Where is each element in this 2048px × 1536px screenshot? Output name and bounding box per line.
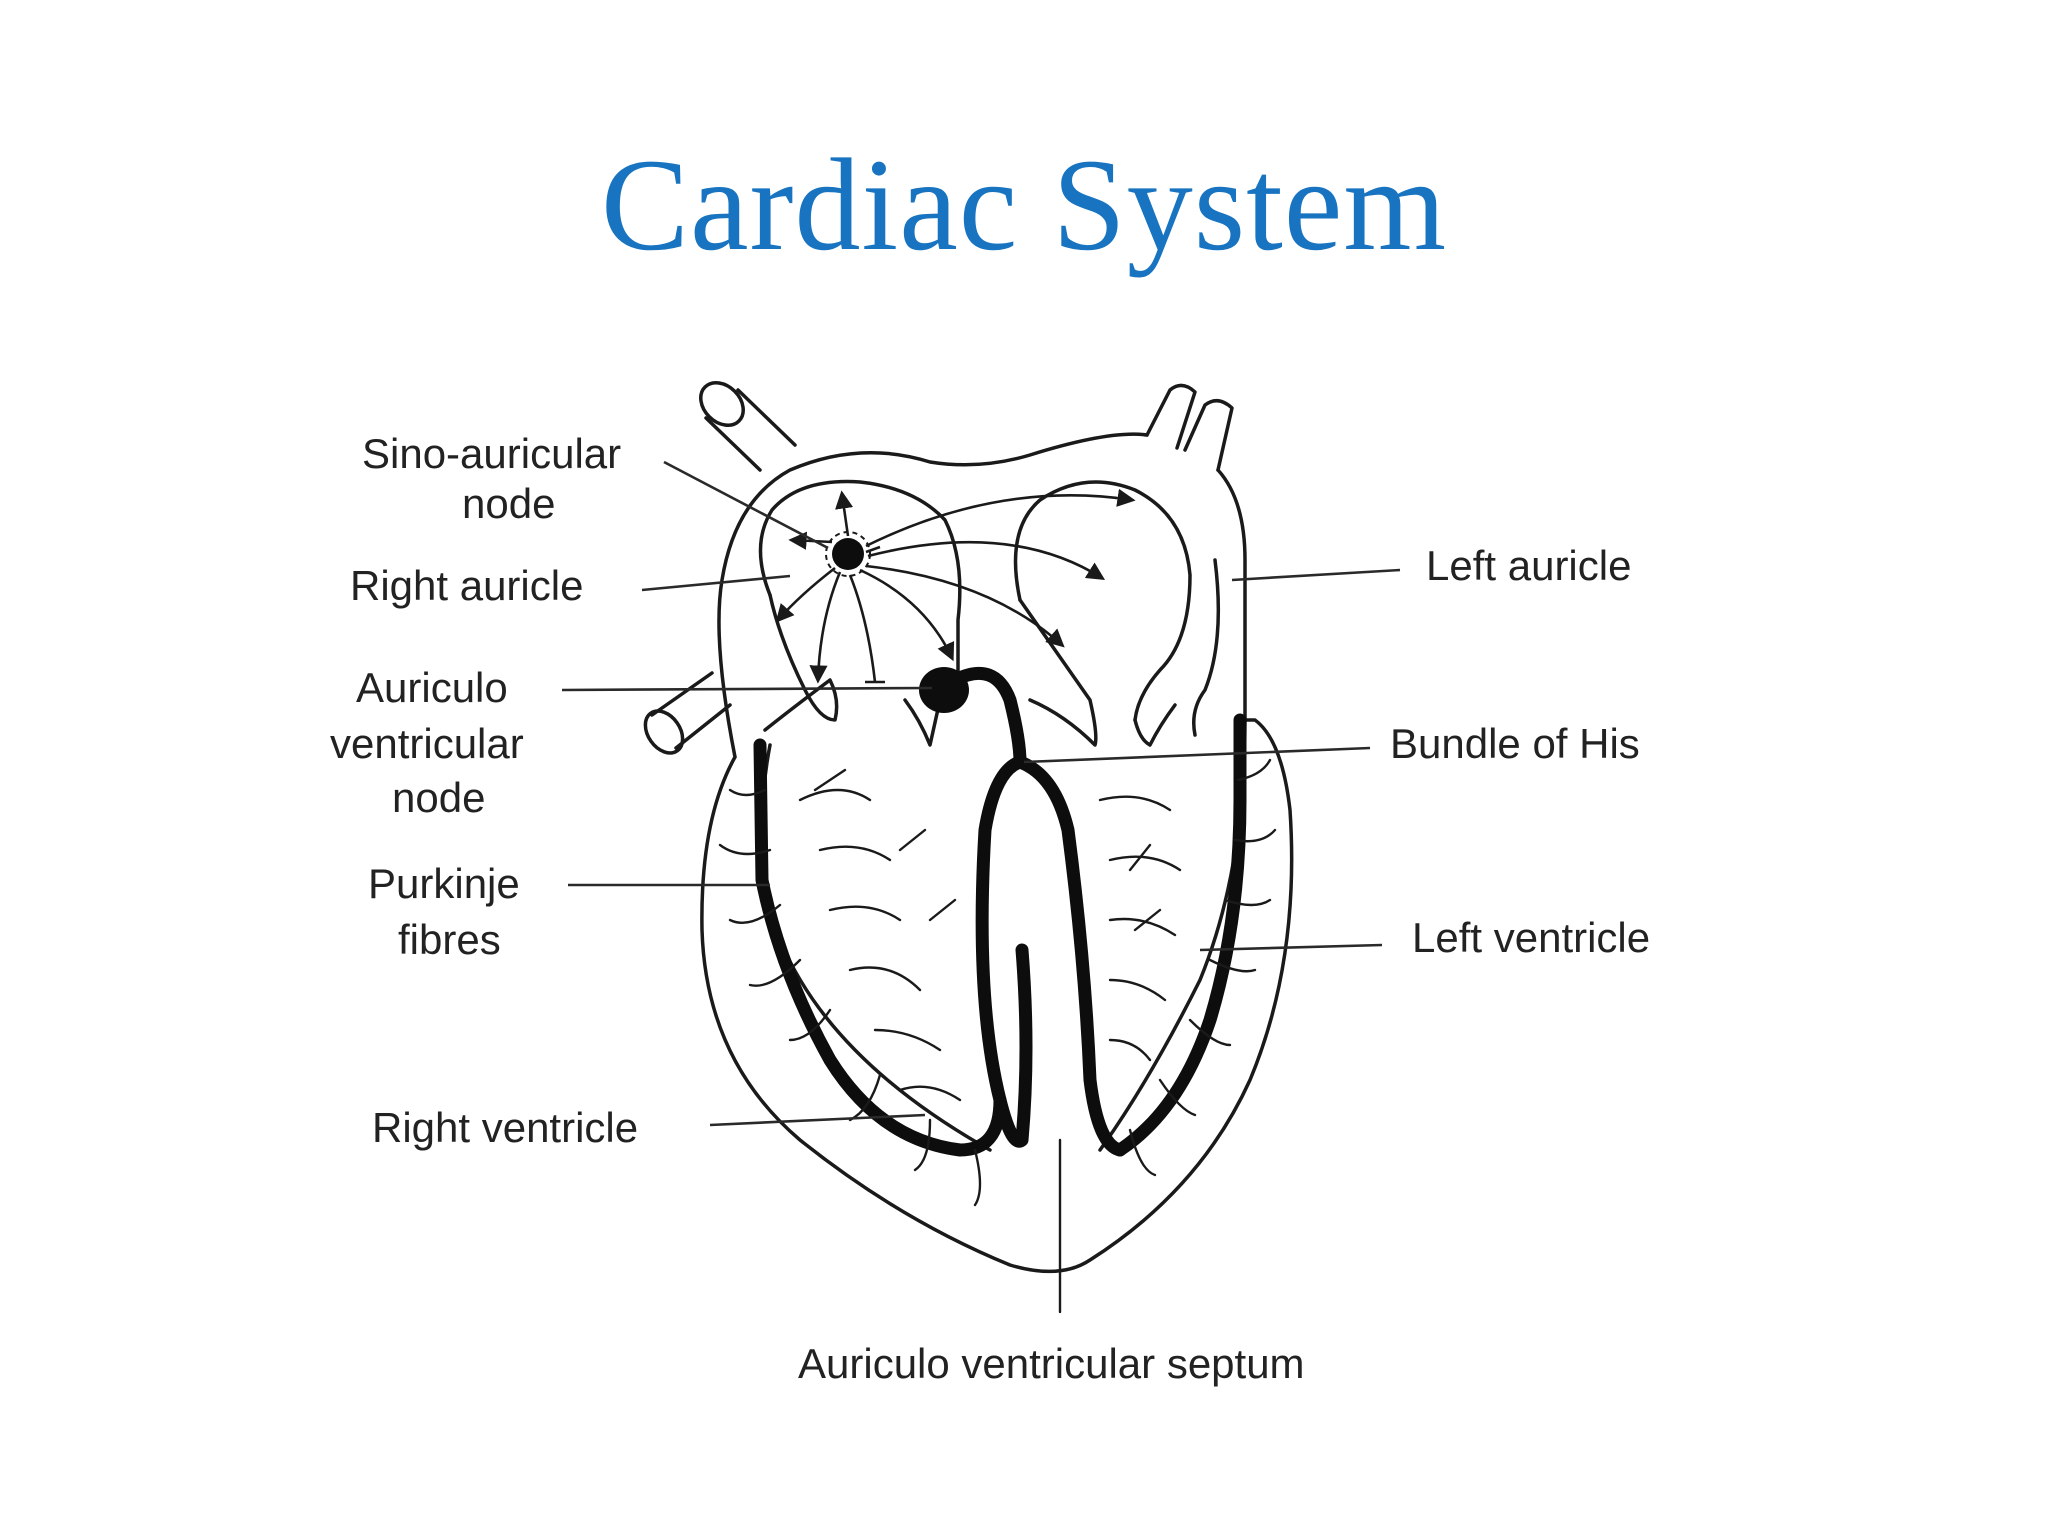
label-left-auricle: Left auricle xyxy=(1426,542,1631,589)
leader-right-ventricle xyxy=(709,1113,926,1127)
label-left-ventricle: Left ventricle xyxy=(1412,914,1650,961)
leader-left-ventricle xyxy=(1199,943,1383,952)
label-septum: Auriculo ventricular septum xyxy=(798,1340,1305,1387)
label-purkinje-line2: fibres xyxy=(398,916,501,963)
heart-outer-wall xyxy=(700,432,1294,1274)
pulmonary-vessels xyxy=(1145,383,1247,722)
leader-lines xyxy=(561,460,1401,1127)
label-bundle-of-his: Bundle of His xyxy=(1390,720,1640,767)
left-auricle-inner xyxy=(1013,480,1192,722)
superior-vena-cava xyxy=(699,381,797,472)
mitral-valve xyxy=(1018,598,1177,747)
page-title: Cardiac System xyxy=(600,131,1448,278)
heart-illustration xyxy=(643,381,1294,1314)
label-right-auricle: Right auricle xyxy=(350,562,583,609)
label-purkinje-line1: Purkinje xyxy=(368,860,520,907)
label-sa-node-line2: node xyxy=(462,480,555,527)
bundle-of-his xyxy=(948,666,1127,1157)
right-auricle-inner xyxy=(758,479,962,692)
label-sa-node-line1: Sino-auricular xyxy=(362,430,621,477)
leader-bundle-of-his xyxy=(1023,746,1371,764)
left-auricle-wall xyxy=(1192,558,1221,737)
leader-right-auricle xyxy=(641,574,791,592)
diagram-labels: Sino-auricular node Right auricle Auricu… xyxy=(330,430,1650,1387)
leader-sa-node xyxy=(663,460,829,550)
label-av-node-line2: ventricular xyxy=(330,720,524,767)
impulse-arrows xyxy=(775,488,1136,684)
label-av-node-line3: node xyxy=(392,774,485,821)
label-right-ventricle: Right ventricle xyxy=(372,1104,638,1151)
leader-left-auricle xyxy=(1231,568,1401,582)
purkinje-fibres xyxy=(718,713,1277,1207)
tricuspid-valve xyxy=(763,593,942,747)
label-av-node-line1: Auriculo xyxy=(356,664,508,711)
leader-av-node xyxy=(561,686,933,692)
inferior-vena-cava xyxy=(643,671,732,755)
